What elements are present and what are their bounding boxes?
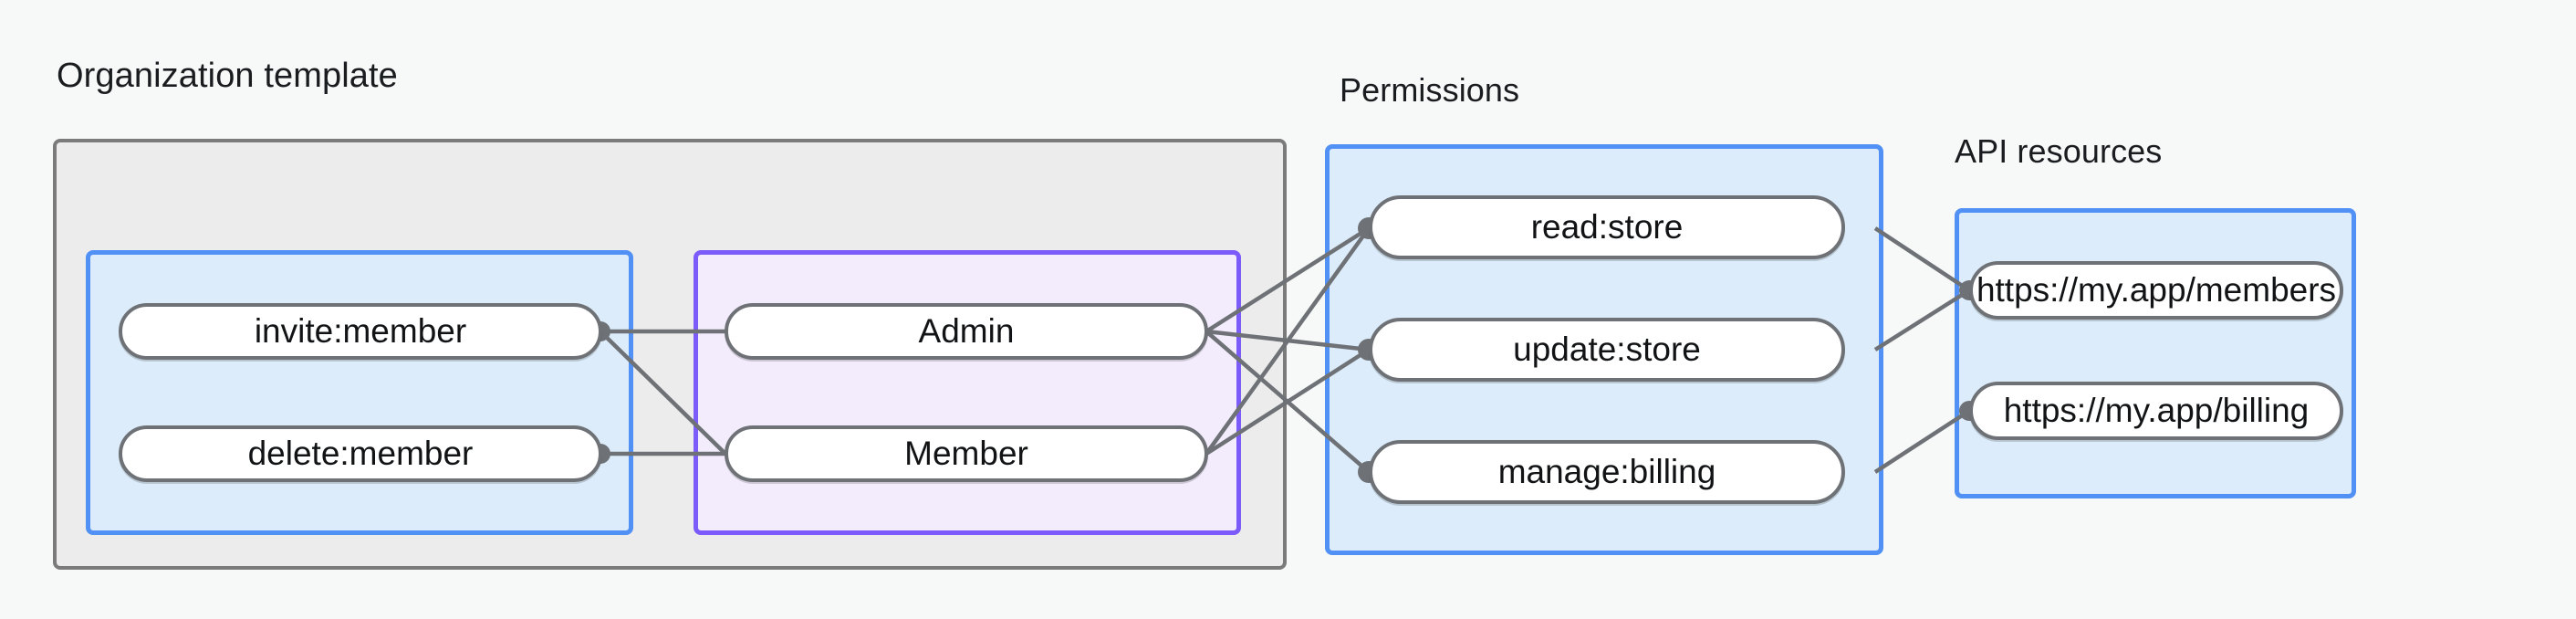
node-delete-member-label: delete:member [247,435,474,472]
group-organization-roles [694,250,1241,535]
node-admin[interactable]: Admin [725,303,1208,360]
node-delete-member[interactable]: delete:member [119,425,602,482]
node-manage-billing-label: manage:billing [1497,453,1716,490]
node-read-store-label: read:store [1530,208,1684,246]
node-read-store[interactable]: read:store [1369,195,1845,259]
node-invite-member-label: invite:member [254,312,467,350]
node-update-store[interactable]: update:store [1369,318,1845,382]
node-update-store-label: update:store [1513,330,1701,368]
node-billing-resource[interactable]: https://my.app/billing [1969,382,2343,440]
group-api-resources [1955,208,2356,498]
group-organization-permissions [86,250,633,535]
node-manage-billing[interactable]: manage:billing [1369,440,1845,504]
node-admin-label: Admin [918,312,1015,350]
permissions-caption: Permissions [1340,71,1520,109]
node-member-label: Member [904,435,1028,472]
node-members-resource-label: https://my.app/members [1976,271,2337,309]
node-members-resource[interactable]: https://my.app/members [1969,261,2343,320]
node-invite-member[interactable]: invite:member [119,303,602,360]
api-resources-caption: API resources [1955,132,2163,170]
node-member[interactable]: Member [725,425,1208,482]
diagram-title: Organization template [57,57,398,95]
node-billing-resource-label: https://my.app/billing [2003,392,2310,429]
